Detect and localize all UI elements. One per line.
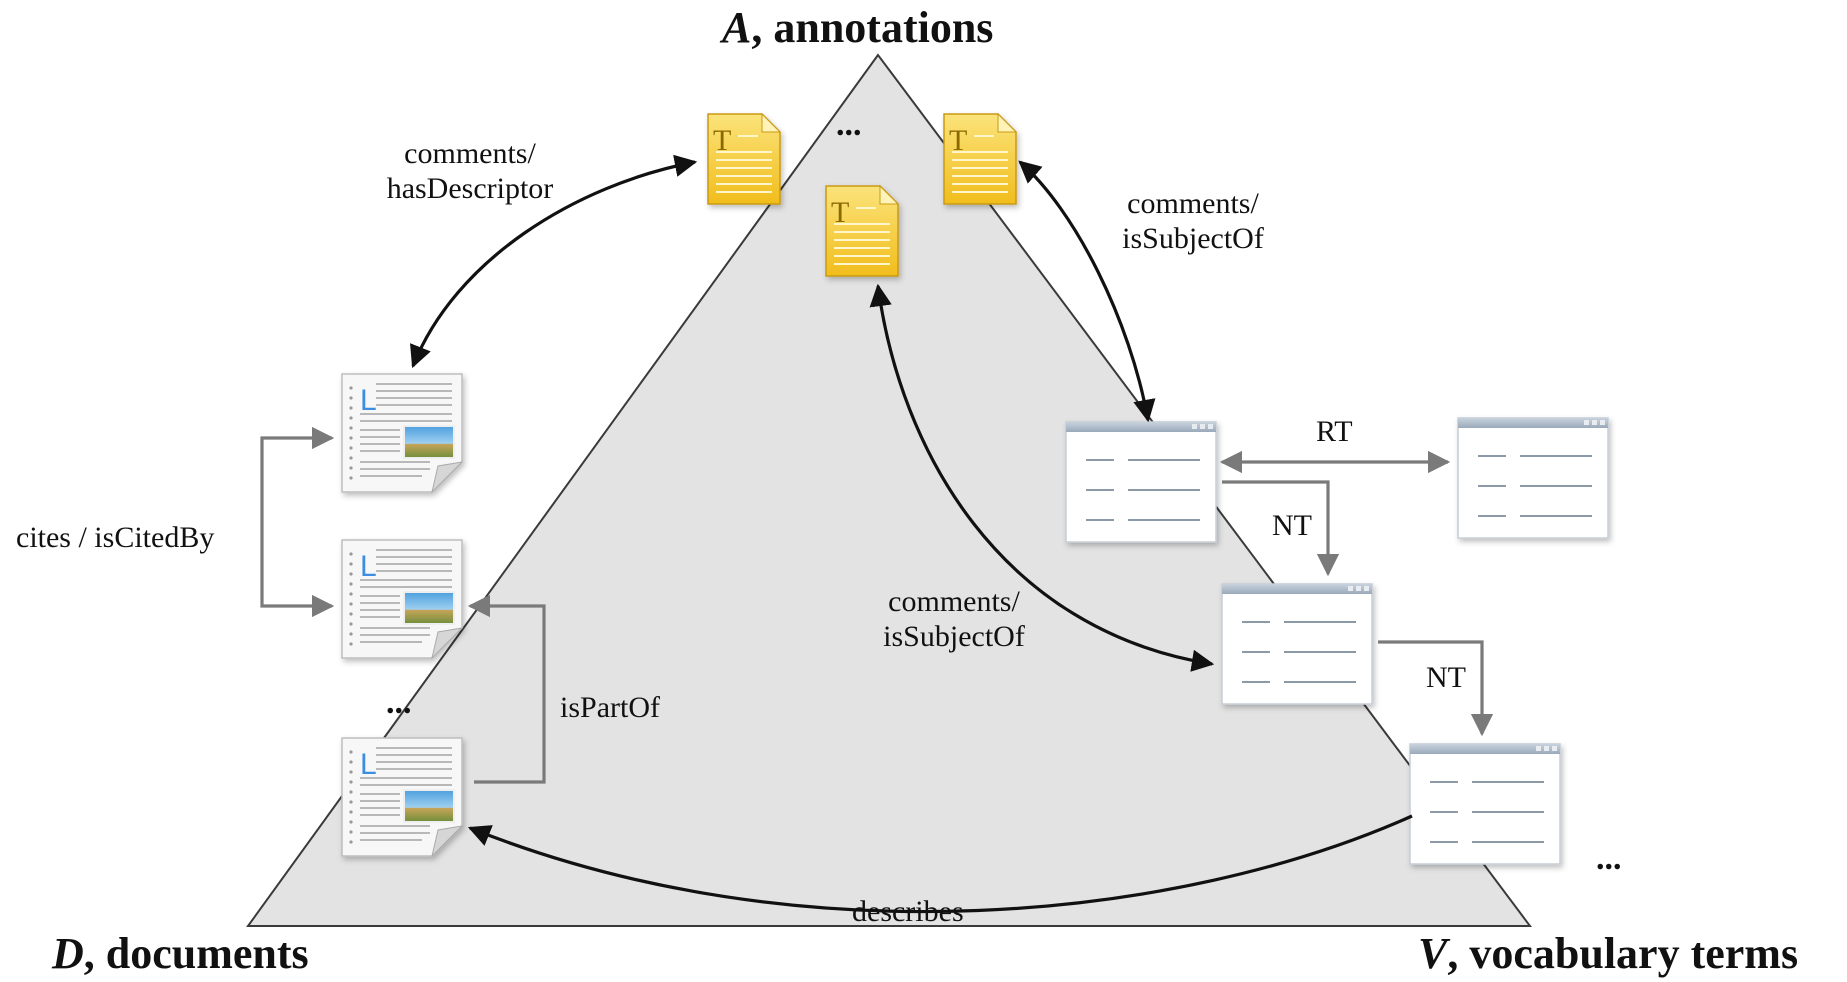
label-annotation-term-line1: comments/ — [1127, 187, 1259, 220]
label-cites: cites / isCitedBy — [16, 521, 215, 554]
term-window-narrower-2 — [1409, 743, 1561, 865]
label-is-part-of: isPartOf — [560, 691, 660, 724]
label-narrower-term-2: NT — [1426, 661, 1466, 694]
arrow-is-part-of — [467, 594, 546, 784]
label-annotation-narrower-term-line1: comments/ — [888, 585, 1020, 618]
term-window-narrower-1 — [1221, 583, 1373, 705]
label-annotation-term: comments/ isSubjectOf — [1108, 186, 1278, 257]
annotation-letter: T — [949, 124, 967, 157]
annotation-icon-3: T — [825, 185, 899, 277]
label-annotation-narrower-term: comments/ isSubjectOf — [866, 584, 1042, 655]
ellipsis-terms: ... — [1596, 840, 1622, 877]
label-doc-annotation-line2: hasDescriptor — [386, 172, 554, 206]
document-icon-2: L — [341, 539, 463, 659]
label-doc-annotation-line1: comments/ — [404, 137, 536, 170]
ellipsis-annotations: ... — [836, 106, 862, 143]
label-related-term: RT — [1316, 415, 1353, 448]
corner-documents-letter: D — [52, 929, 84, 978]
annotation-icon-1: T — [707, 113, 781, 205]
document-letter: L — [360, 550, 377, 583]
annotation-letter: T — [713, 124, 731, 157]
term-window-1 — [1065, 421, 1217, 543]
arrow-annotation-narrower-term — [869, 283, 1215, 672]
label-narrower-term-1: NT — [1272, 509, 1312, 542]
corner-documents: D, documents — [52, 928, 309, 980]
arrow-cites — [260, 426, 335, 618]
ellipsis-documents: ... — [386, 684, 412, 721]
corner-documents-text: , documents — [83, 929, 309, 978]
corner-vocabulary: V, vocabulary terms — [1418, 928, 1798, 980]
corner-annotations-text: , annotations — [751, 3, 994, 52]
corner-annotations-letter: A — [722, 3, 752, 52]
label-annotation-narrower-term-line2: isSubjectOf — [883, 620, 1025, 654]
arrow-narrower-term-1 — [1222, 480, 1340, 577]
arrow-describes — [467, 814, 1413, 914]
corner-vocabulary-text: , vocabulary terms — [1447, 929, 1799, 978]
document-icon-1: L — [341, 373, 463, 493]
document-letter: L — [360, 748, 377, 781]
document-letter: L — [360, 384, 377, 417]
corner-annotations: A, annotations — [722, 2, 993, 54]
corner-vocabulary-letter: V — [1418, 929, 1448, 978]
arrow-narrower-term-2 — [1378, 640, 1494, 737]
label-annotation-term-line2: isSubjectOf — [1122, 222, 1264, 256]
annotation-letter: T — [831, 196, 849, 229]
arrow-doc-annotation — [410, 154, 698, 369]
annotation-icon-2: T — [943, 113, 1017, 205]
document-icon-3: L — [341, 737, 463, 857]
label-describes: describes — [852, 895, 964, 928]
term-window-related — [1457, 417, 1609, 539]
label-doc-annotation: comments/ hasDescriptor — [370, 136, 570, 207]
